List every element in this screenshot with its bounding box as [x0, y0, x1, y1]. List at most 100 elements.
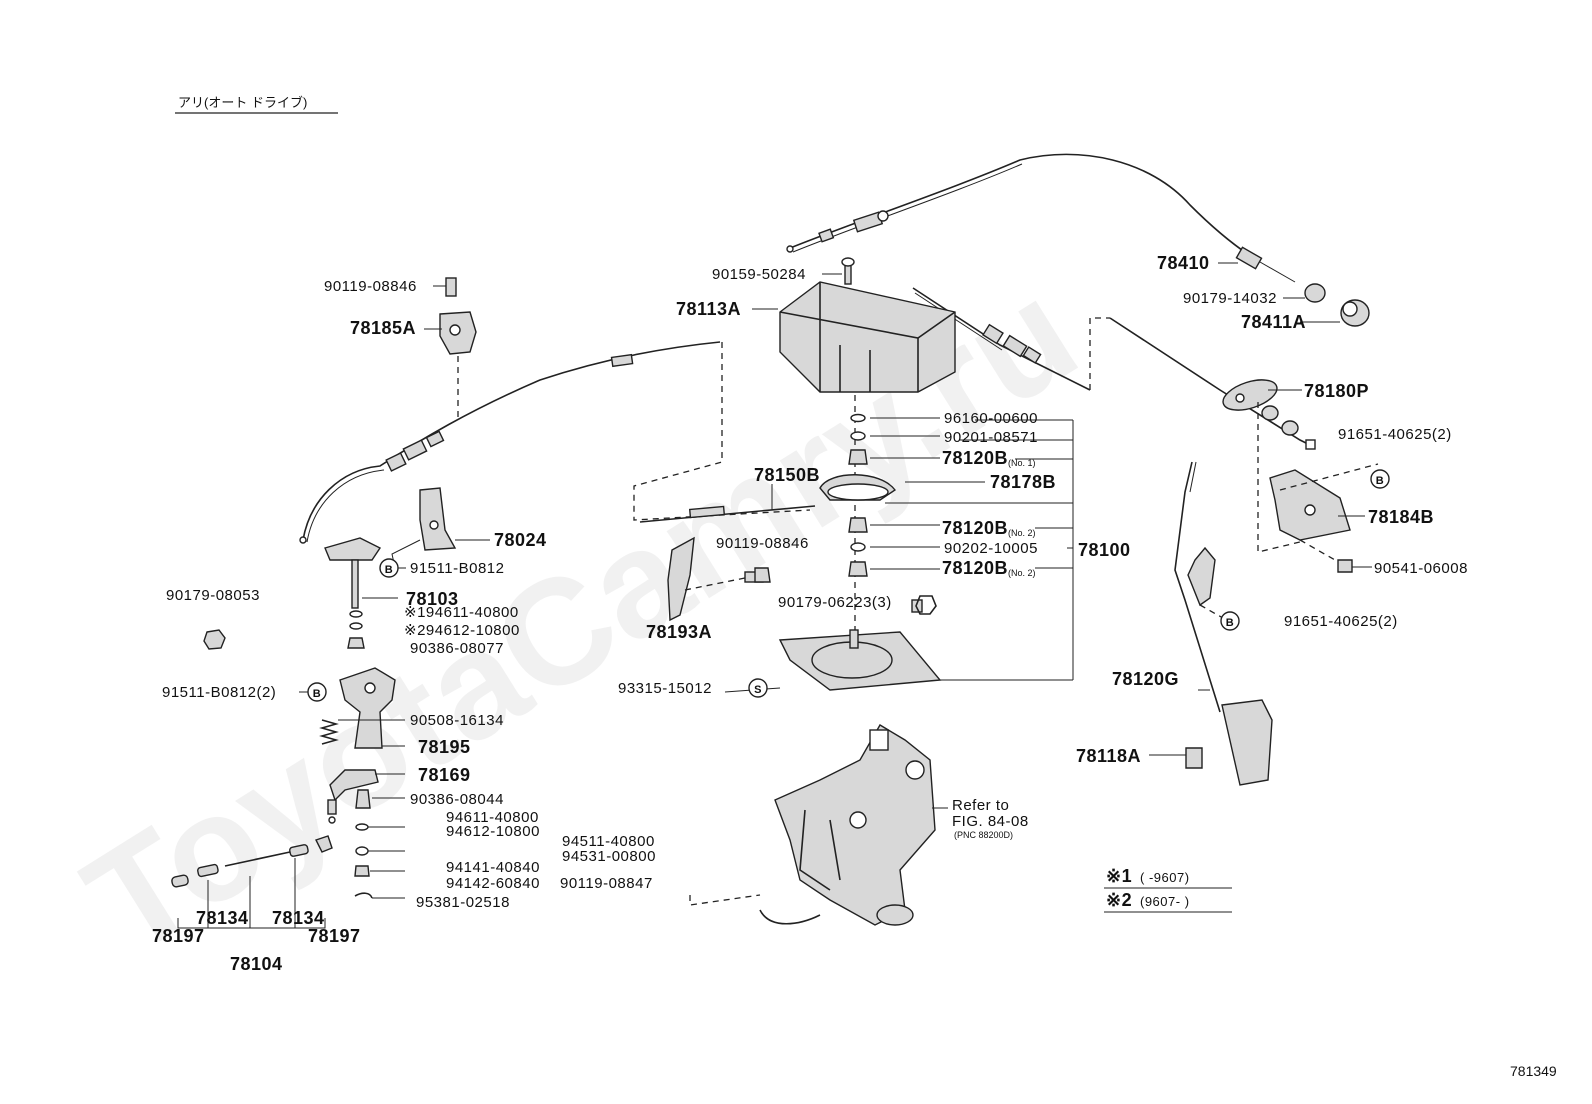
- label-78195: 78195: [418, 737, 471, 757]
- label-94611-40800: 94611-40800: [446, 809, 539, 826]
- group-78104-bracket: [177, 858, 326, 929]
- label-78169: 78169: [418, 765, 471, 785]
- figure-number: 781349: [1510, 1063, 1557, 1079]
- label-78100: 78100: [1078, 540, 1131, 560]
- label-78134-left: 78134: [196, 908, 249, 928]
- label-78197-right: 78197: [308, 926, 361, 946]
- label-78024: 78024: [494, 530, 547, 550]
- label-96160-00600: 96160-00600: [944, 410, 1038, 427]
- accelerator-cable-drawing: [786, 153, 1296, 283]
- reference-note-line2: FIG. 84-08: [952, 813, 1029, 830]
- label-78184B: 78184B: [1368, 507, 1434, 527]
- control-cable-drawing: [912, 287, 1091, 391]
- nut-90179-08053: [203, 629, 226, 650]
- rod-78104-drawing: [171, 835, 333, 888]
- footnotes: ※1 ( -9607) ※2 (9607- ): [1104, 866, 1232, 913]
- header-title: アリ(オート ドライブ): [178, 95, 307, 110]
- label-78185A: 78185A: [350, 318, 416, 338]
- label-90119-08847: 90119-08847: [560, 875, 653, 892]
- label-78150B: 78150B: [754, 465, 820, 485]
- callout-b-3: B: [379, 558, 399, 578]
- svg-text:B: B: [1226, 617, 1234, 629]
- label-78104: 78104: [230, 954, 283, 974]
- svg-text:S: S: [754, 684, 762, 696]
- label-78180P: 78180P: [1304, 381, 1369, 401]
- label-94141-40840: 94141-40840: [446, 859, 540, 876]
- reference-note-line3: (PNC 88200D): [954, 830, 1013, 840]
- callout-b-1: B: [1370, 469, 1390, 489]
- label-90119-08846-mid: 90119-08846: [716, 535, 809, 552]
- actuator-stack-drawing: [819, 413, 897, 577]
- label-78178B: 78178B: [990, 472, 1056, 492]
- bracket-78185A-drawing: [439, 277, 477, 355]
- left-cable-drawing: [299, 341, 721, 544]
- label-90179-14032: 90179-14032: [1183, 290, 1277, 307]
- callout-b-4: B: [307, 682, 327, 702]
- assembly-78100-bracket: [885, 419, 1074, 681]
- label-91511-B0812-2: 91511-B0812(2): [162, 684, 276, 701]
- label-90201-08571: 90201-08571: [944, 429, 1038, 446]
- throttle-dashed: [689, 894, 761, 906]
- label-78193A: 78193A: [646, 622, 712, 642]
- label-93315-15012: 93315-15012: [618, 680, 712, 697]
- label-90179-08053: 90179-08053: [166, 587, 260, 604]
- svg-text:B: B: [1376, 475, 1384, 487]
- label-78410: 78410: [1157, 253, 1210, 273]
- bracket-78024-drawing: [419, 487, 457, 551]
- label-94612-10800: 94612-10800: [446, 823, 540, 840]
- rod-78150B: [639, 505, 816, 523]
- label-90508-16134: 90508-16134: [410, 712, 504, 729]
- label-90386-08044: 90386-08044: [410, 791, 504, 808]
- footnote-2-range: (9607- ): [1140, 894, 1190, 909]
- lever-78103-drawing: [324, 537, 382, 649]
- label-94612-10800-n2: ※294612-10800: [404, 622, 520, 639]
- label-90159-50284: 90159-50284: [712, 266, 806, 283]
- callout-b-2: B: [1220, 611, 1240, 631]
- bracket-78195-drawing: [319, 667, 396, 749]
- cable-78180P-drawing: [1109, 317, 1316, 450]
- svg-text:B: B: [385, 564, 393, 576]
- label-78120B-3-note: (No. 2): [1008, 568, 1036, 578]
- nut-90179-06223: [915, 595, 937, 615]
- label-90386-08077: 90386-08077: [410, 640, 504, 657]
- stopper-78118A: [1185, 747, 1203, 769]
- cable-route-dashed: [1089, 317, 1110, 390]
- callout-s-1: S: [748, 678, 768, 698]
- label-78120B-1-note: (No. 1): [1008, 458, 1036, 468]
- pedal-78120G-drawing: [1174, 461, 1273, 786]
- label-78120B-3: 78120B: [942, 558, 1008, 578]
- reference-note-line1: Refer to: [952, 797, 1009, 814]
- left-cable-route-dashed: [633, 342, 811, 521]
- bracket-78193A-drawing: [667, 536, 771, 622]
- label-94611-40800-n1: ※194611-40800: [404, 604, 519, 621]
- label-78411A: 78411A: [1241, 312, 1306, 332]
- label-91651-40625-a: 91651-40625(2): [1338, 426, 1452, 443]
- part-labels: 90119-08846 78185A 90159-50284 78113A 78…: [152, 253, 1468, 974]
- reference-note: Refer to FIG. 84-08 (PNC 88200D): [952, 797, 1029, 840]
- label-78120B-2: 78120B: [942, 518, 1008, 538]
- label-78103: 78103: [406, 589, 459, 609]
- label-91511-B0812: 91511-B0812: [410, 560, 504, 577]
- label-78118A: 78118A: [1076, 746, 1141, 766]
- svg-text:B: B: [313, 688, 321, 700]
- label-94531-00800: 94531-00800: [562, 848, 656, 865]
- footnote-2-mark: ※2: [1106, 890, 1132, 910]
- label-78120B-2-note: (No. 2): [1008, 528, 1036, 538]
- footnote-1-mark: ※1: [1106, 866, 1132, 886]
- label-78120B-1: 78120B: [942, 448, 1008, 468]
- label-91651-40625-b: 91651-40625(2): [1284, 613, 1398, 630]
- label-95381-02518: 95381-02518: [416, 894, 510, 911]
- label-78120G: 78120G: [1112, 669, 1179, 689]
- footnote-1-range: ( -9607): [1140, 870, 1190, 885]
- lever-78169-drawing: [327, 769, 379, 899]
- actuator-base-drawing: [778, 599, 942, 691]
- label-90179-06223: 90179-06223(3): [778, 594, 892, 611]
- cover-78113A-drawing: [779, 257, 956, 393]
- leader-lines: [299, 262, 1372, 899]
- label-90202-10005: 90202-10005: [944, 540, 1038, 557]
- rod-78150B-sleeve: [688, 505, 726, 519]
- label-78113A: 78113A: [676, 299, 741, 319]
- label-90541-06008: 90541-06008: [1374, 560, 1468, 577]
- label-94511-40800: 94511-40800: [562, 833, 655, 850]
